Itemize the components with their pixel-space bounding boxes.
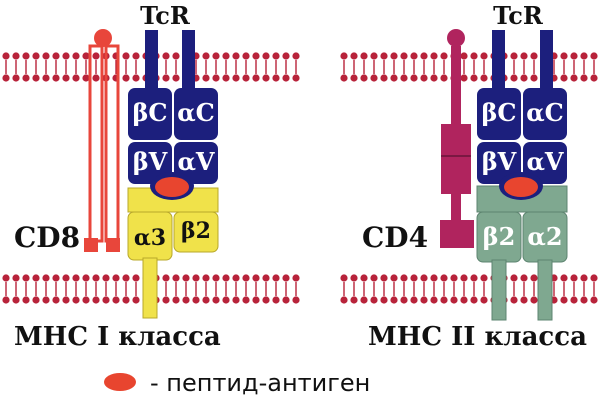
tcr-right-bc	[477, 88, 521, 140]
tcr-right-label: TcR	[493, 1, 544, 30]
tcr-left-alpha-tail	[182, 30, 195, 90]
cd4-domains-upper	[441, 124, 471, 194]
tcr-right-alpha-tail	[540, 30, 553, 90]
membrane-bilayer	[2, 52, 300, 82]
mhc2-alpha-stem	[537, 259, 553, 321]
tcr-left-bc	[128, 88, 172, 140]
mhc2-label: МНС II класса	[368, 322, 587, 352]
tcr-right-beta-tail	[492, 30, 505, 90]
mhc1-molecule	[127, 187, 219, 319]
cd4-stalk	[451, 46, 461, 126]
label-left-a3: α3	[134, 225, 166, 251]
label-right-bv: βV	[482, 147, 517, 176]
cd4-domain-lower	[440, 220, 474, 248]
cd4-label: CD4	[362, 221, 428, 254]
tcr-left-label: TcR	[140, 1, 191, 30]
left-complex: βC αC βV αV α3 β2 TcR CD8 МНС I класса	[14, 1, 221, 352]
membrane-bilayer	[340, 274, 598, 304]
label-right-b2: β2	[483, 222, 516, 251]
cd8-molecule	[84, 29, 120, 252]
membrane-bilayer	[2, 274, 300, 304]
label-right-a2: α2	[527, 222, 562, 251]
label-right-ac: αC	[526, 98, 564, 127]
cd4-molecule	[440, 29, 474, 248]
tcr-left-beta-tail	[145, 30, 158, 90]
label-left-bc: βC	[132, 98, 167, 127]
tcr-left-ac	[174, 88, 218, 140]
peptide-left	[155, 177, 189, 197]
tcr-right	[477, 30, 567, 184]
cd4-head	[447, 29, 465, 47]
cd8-label: CD8	[14, 221, 80, 254]
peptide-right	[504, 177, 538, 197]
tcr-right-ac	[523, 88, 567, 140]
tcr-right-bv	[477, 142, 521, 184]
mhc1-b2	[173, 211, 219, 253]
legend: - пептид-антиген	[104, 369, 370, 397]
cd8-foot-a	[84, 238, 98, 252]
membrane-bilayer	[340, 52, 598, 82]
tcr-left	[128, 30, 218, 184]
label-left-bv: βV	[133, 147, 168, 176]
cd4-hinge	[451, 192, 461, 222]
mhc1-stem	[142, 257, 158, 319]
cd8-foot-b	[106, 238, 120, 252]
label-left-ac: αC	[177, 98, 215, 127]
right-complex: βC αC βV αV β2 α2 TcR CD4 МНС II класса	[362, 1, 587, 352]
mhc1-label: МНС I класса	[14, 322, 221, 352]
label-right-bc: βC	[481, 98, 516, 127]
tcr-right-av	[523, 142, 567, 184]
mhc2-beta-stem	[491, 259, 507, 321]
legend-peptide-symbol	[104, 373, 136, 391]
tcr-left-av	[174, 142, 218, 184]
label-left-av: αV	[177, 147, 214, 176]
tcr-left-bv	[128, 142, 172, 184]
label-right-av: αV	[526, 147, 563, 176]
cd8-head	[94, 29, 112, 47]
label-left-b2: β2	[181, 218, 211, 244]
legend-text: - пептид-антиген	[150, 369, 370, 397]
